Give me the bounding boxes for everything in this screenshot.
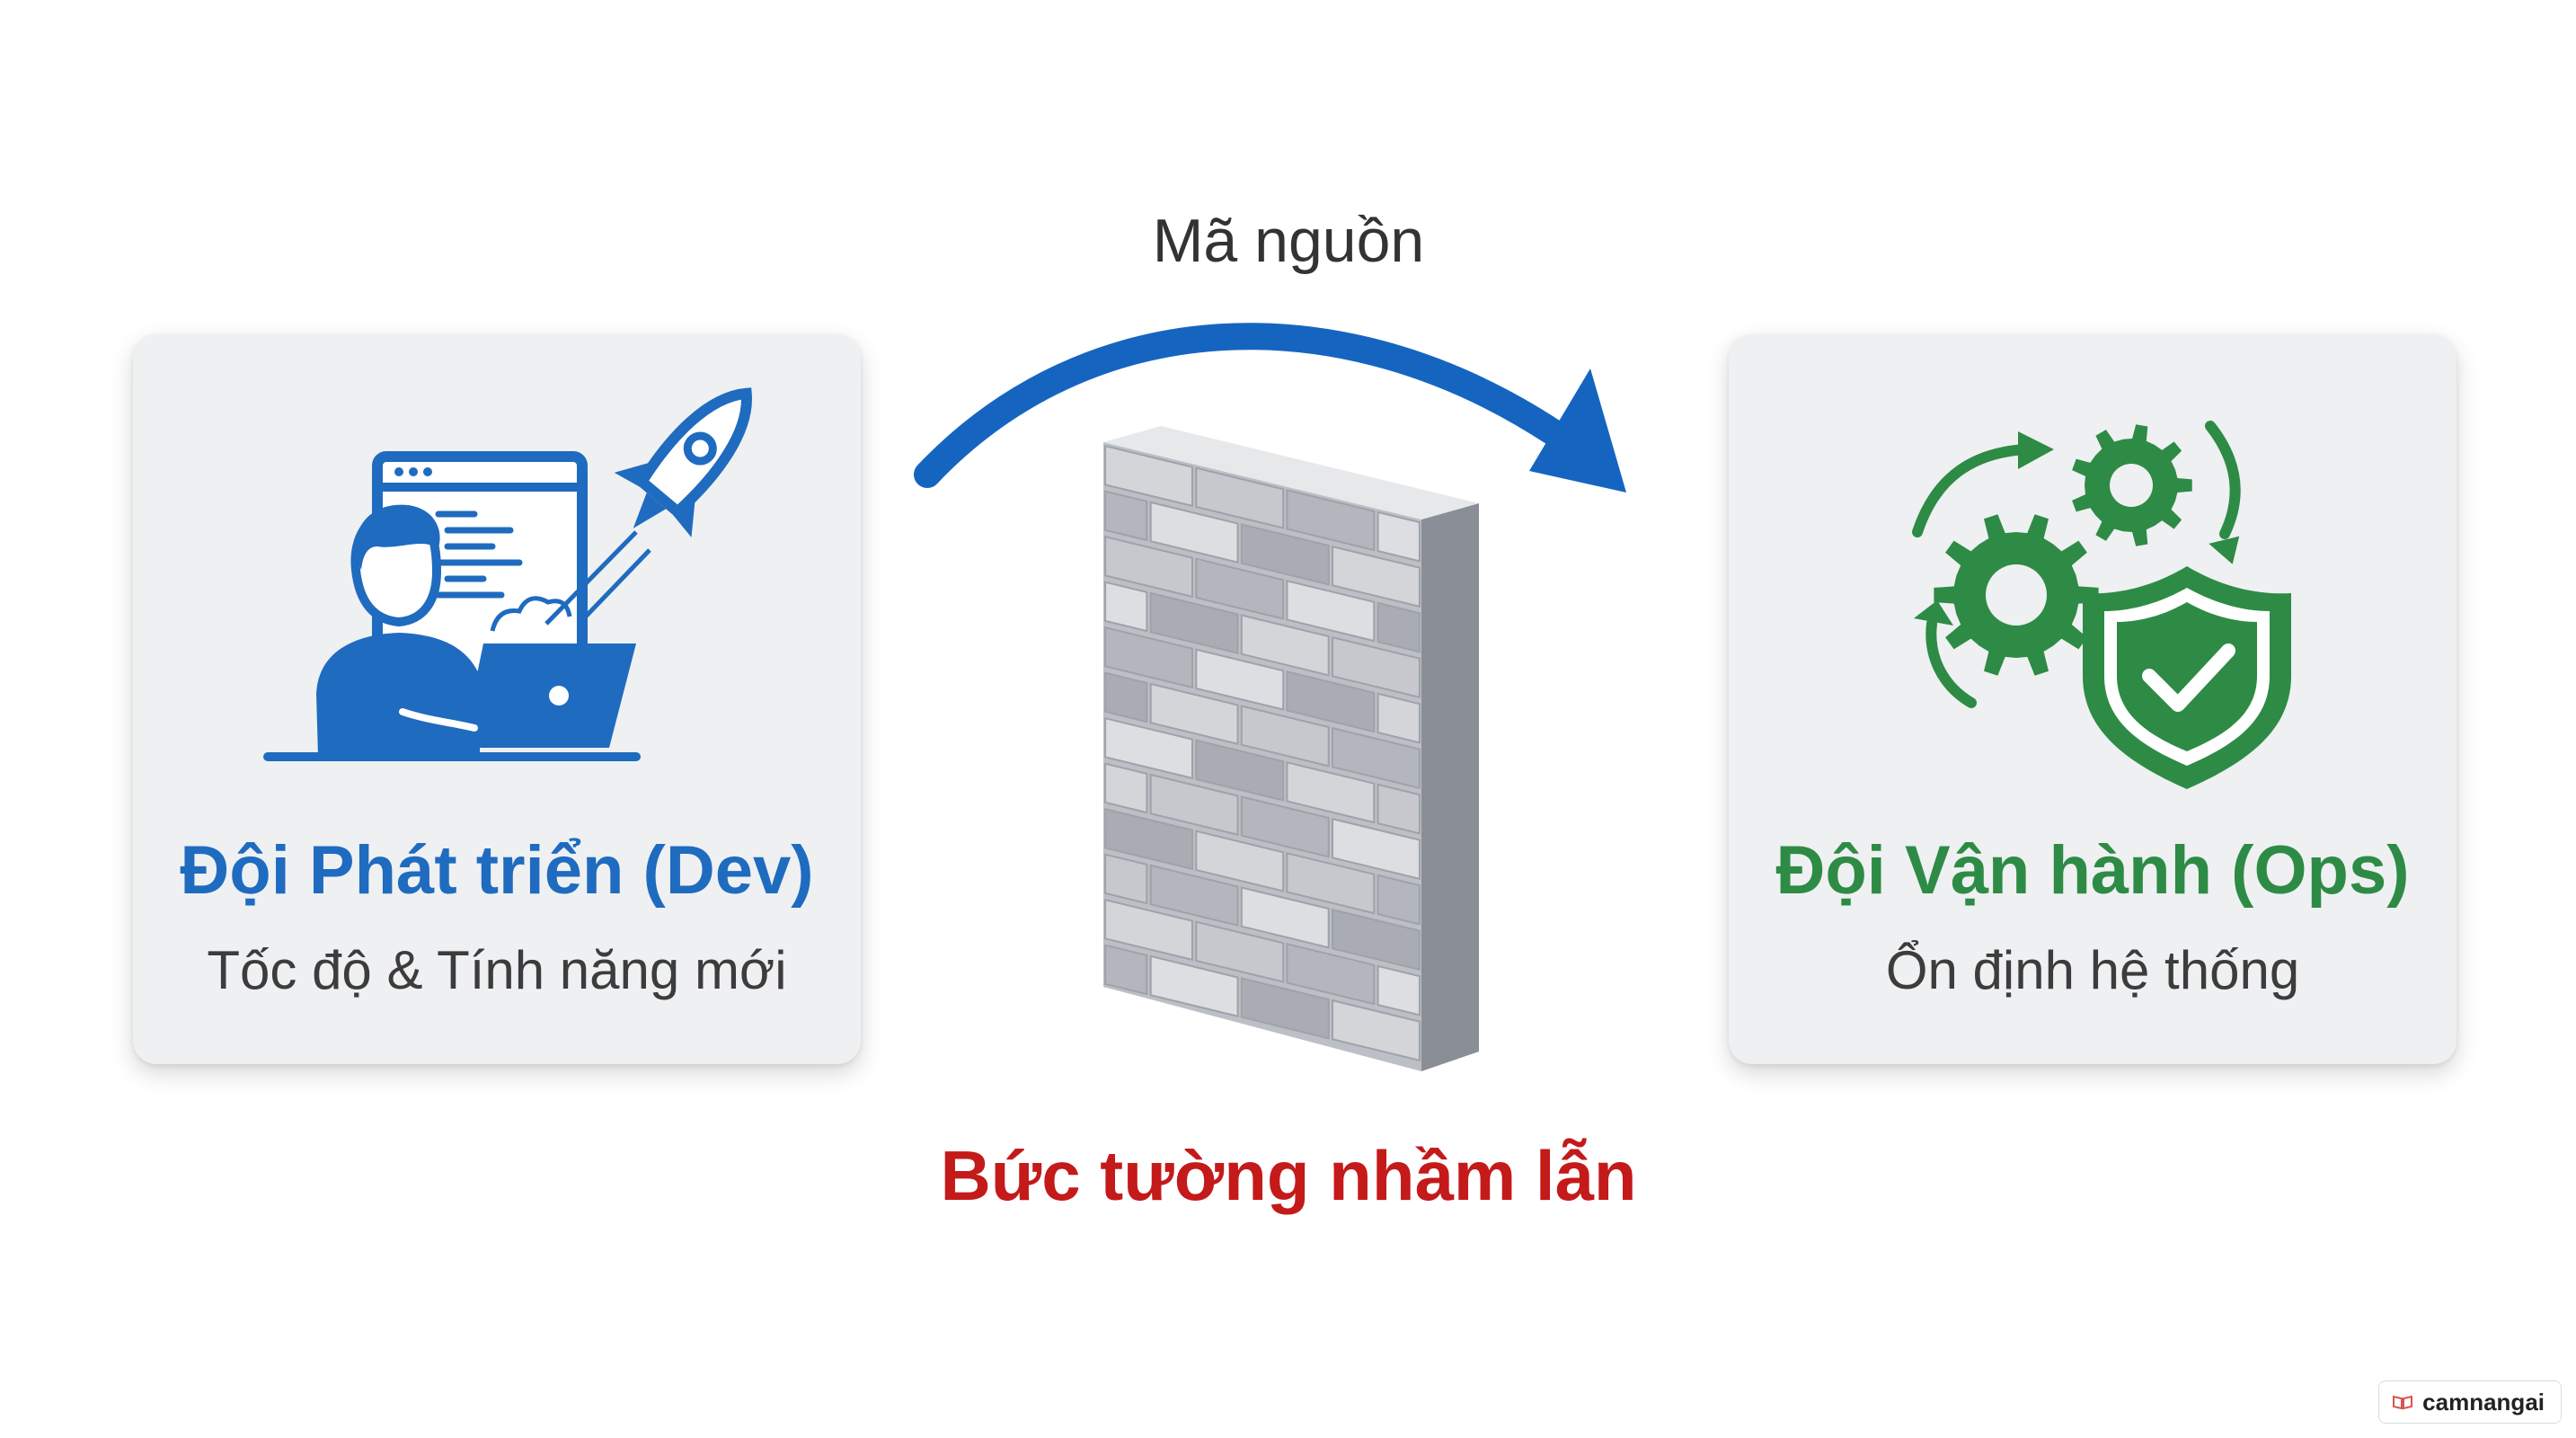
wall-brick xyxy=(1377,783,1421,835)
wall-brick xyxy=(1104,490,1148,542)
wall-brick xyxy=(1240,705,1330,768)
wall-brick xyxy=(1377,510,1421,563)
source-code-label: Mã nguồn xyxy=(1152,207,1425,275)
wall-brick xyxy=(1286,852,1376,915)
wall-brick xyxy=(1149,682,1239,745)
wall-brick xyxy=(1377,692,1421,744)
wall-brick xyxy=(1286,761,1376,824)
wall-brick xyxy=(1332,817,1421,881)
wall-brick xyxy=(1195,739,1285,802)
wall-brick xyxy=(1149,773,1239,836)
watermark-text: camnangai xyxy=(2422,1388,2545,1416)
wall-brick xyxy=(1332,908,1421,972)
wall-brick xyxy=(1104,581,1148,633)
wall-brick xyxy=(1286,489,1376,552)
wall-brick xyxy=(1240,886,1330,949)
wall-brick xyxy=(1195,648,1285,711)
ops-team-title: Đội Vận hành (Ops) xyxy=(1775,832,2410,909)
dev-team-card: Đội Phát triển (Dev) Tốc độ & Tính năng … xyxy=(133,334,861,1064)
brick-wall-icon xyxy=(1103,426,1479,1071)
book-icon xyxy=(2393,1395,2413,1410)
wall-brick xyxy=(1104,762,1148,814)
wall-brick xyxy=(1377,964,1421,1016)
wall-brick xyxy=(1195,557,1285,620)
developer-rocket-icon xyxy=(263,387,752,761)
gear-hole xyxy=(1986,564,2047,626)
wall-brick xyxy=(1286,670,1376,733)
wall-brick xyxy=(1286,943,1376,1006)
wall-brick xyxy=(1104,898,1193,962)
wall-brick xyxy=(1195,830,1285,892)
wall-brick xyxy=(1286,580,1376,643)
dev-team-title: Đội Phát triển (Dev) xyxy=(180,832,814,909)
wall-brick xyxy=(1104,853,1148,905)
ops-team-card: Đội Vận hành (Ops) Ổn định hệ thống xyxy=(1729,334,2456,1064)
confusion-wall-label: Bức tường nhầm lẫn xyxy=(940,1136,1637,1215)
wall-brick xyxy=(1240,977,1330,1040)
wall-brick xyxy=(1195,466,1285,529)
wall-brick xyxy=(1149,864,1239,927)
wall-brick xyxy=(1104,444,1193,508)
wall-brick xyxy=(1149,591,1239,654)
wall-brick xyxy=(1240,614,1330,677)
gear-hole xyxy=(2110,464,2153,507)
wall-brick xyxy=(1104,807,1193,871)
wall-brick xyxy=(1104,671,1148,723)
wall-brick xyxy=(1332,635,1421,699)
source-code-arrow xyxy=(914,323,1626,493)
wall-brick xyxy=(1240,795,1330,858)
wall-brick xyxy=(1149,501,1239,564)
wall-brick xyxy=(1104,716,1193,780)
wall-brick xyxy=(1377,601,1421,653)
wall-brick xyxy=(1104,944,1148,996)
wall-brick xyxy=(1332,545,1421,608)
wall-brick xyxy=(1377,874,1421,926)
wall-brick xyxy=(1332,999,1421,1062)
wall-brick xyxy=(1240,523,1330,586)
dev-team-subtitle: Tốc độ & Tính năng mới xyxy=(207,940,787,1000)
wall-brick xyxy=(1332,726,1421,790)
gears-shield-icon xyxy=(1912,421,2291,789)
watermark: camnangai xyxy=(2378,1380,2562,1424)
wall-brick xyxy=(1195,920,1285,983)
wall-brick xyxy=(1149,954,1239,1017)
wall-brick xyxy=(1104,626,1193,689)
wall-brick xyxy=(1104,535,1193,599)
ops-team-subtitle: Ổn định hệ thống xyxy=(1885,940,2300,1000)
